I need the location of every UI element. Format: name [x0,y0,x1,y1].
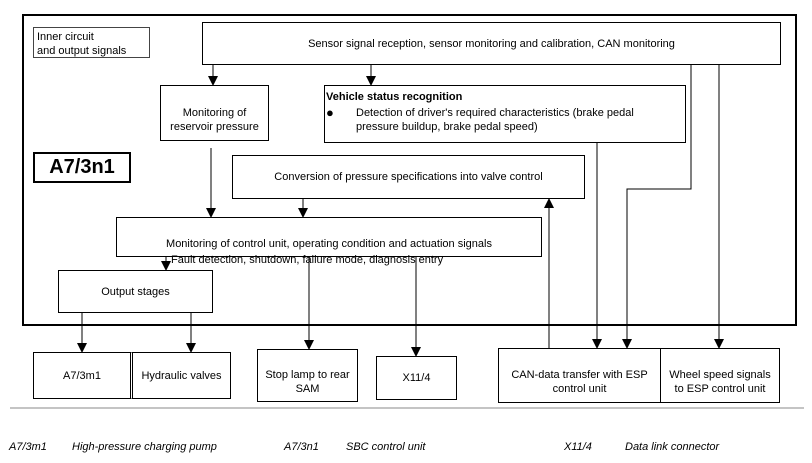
bullet-dot: ● [326,105,334,120]
sbc-control-unit-frame [22,14,797,326]
fault-detection-label: Fault detection, shutdown, failure mode,… [171,254,444,266]
legend-code-2: A7/3n1 [284,441,319,453]
wheel-speed-line-2: to ESP control unit [674,383,766,395]
hydraulic-valves-label: Hydraulic valves [141,369,222,382]
inner-circuit-line-1: Inner circuit [37,31,94,43]
legend-code-1: A7/3m1 [9,441,47,453]
inner-circuit-line-2: and output signals [37,45,127,57]
output-stages-box: Output stages [58,270,213,313]
legend-desc-2: SBC control unit [346,441,426,453]
x11-4-box: X11/4 [376,356,457,400]
conversion-label: Conversion of pressure specifications in… [274,171,543,183]
vehicle-status-bullet-cont: pressure buildup, brake pedal speed) [356,121,538,133]
vehicle-status-title: Vehicle status recognition [326,91,463,103]
legend-desc-1: High-pressure charging pump [72,441,217,453]
wheel-speed-line-1: Wheel speed signals [669,369,771,381]
x11-4-label: X11/4 [402,372,431,384]
wheel-speed-box: Wheel speed signals to ESP control unit [660,348,780,403]
reservoir-line-2: reservoir pressure [170,121,259,133]
vehicle-status-box: Vehicle status recognition ● Detection o… [324,85,686,143]
reservoir-line-1: Monitoring of [182,107,247,119]
a7-3m1-label: A7/3m1 [63,369,101,382]
legend-code-3: X11/4 [564,441,592,453]
sensor-reception-box: Sensor signal reception, sensor monitori… [202,22,781,65]
reservoir-monitoring-box: Monitoring of reservoir pressure [160,85,269,141]
sensor-reception-label: Sensor signal reception, sensor monitori… [308,37,675,50]
unit-name-box: A7/3n1 [33,152,131,183]
stop-lamp-box: Stop lamp to rear SAM [257,349,358,402]
inner-circuit-label-box: Inner circuit and output signals [33,27,150,58]
control-monitoring-box: Monitoring of control unit, operating co… [116,217,542,257]
can-transfer-box: CAN-data transfer with ESP control unit [498,348,661,403]
can-transfer-line-1: CAN-data transfer with ESP [511,369,648,381]
vehicle-status-bullet: Detection of driver's required character… [356,107,634,119]
arrow-sensor-to-control [622,65,692,349]
stop-lamp-line-2: SAM [295,383,320,395]
hydraulic-valves-box: Hydraulic valves [130,352,231,399]
can-transfer-line-2: control unit [552,383,607,395]
legend-desc-3: Data link connector [625,441,720,453]
conversion-box: Conversion of pressure specifications in… [232,155,585,199]
control-monitoring-label: Monitoring of control unit, operating co… [166,238,492,250]
output-stages-label: Output stages [101,285,170,298]
unit-name-label: A7/3n1 [49,156,115,178]
stop-lamp-line-1: Stop lamp to rear [265,369,350,381]
